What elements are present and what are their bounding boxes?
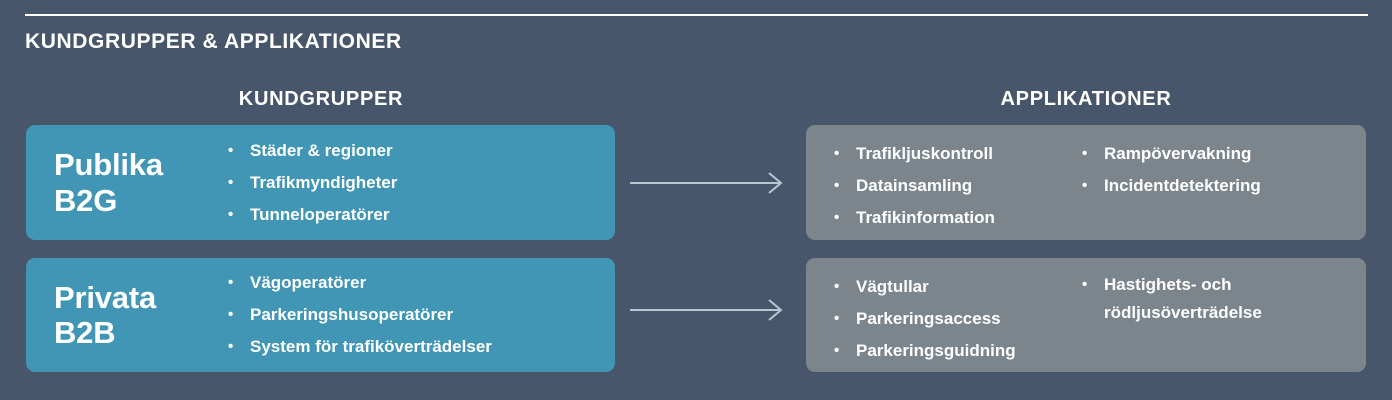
application-bullet-list-a: Trafikljuskontroll Datainsamling Trafiki… <box>832 138 1080 234</box>
list-item: Incidentdetektering <box>1080 170 1348 202</box>
column-heading-applikationer: APPLIKATIONER <box>1000 88 1172 110</box>
list-item: Trafikljuskontroll <box>832 138 1080 170</box>
application-bullet-list-a: Vägtullar Parkeringsaccess Parkeringsgui… <box>832 271 1080 367</box>
list-item: Parkeringsguidning <box>832 335 1080 367</box>
application-card-row-1[interactable]: Trafikljuskontroll Datainsamling Trafiki… <box>806 125 1366 240</box>
customer-group-label-line1: Privata <box>54 279 156 315</box>
list-item: Tunneloperatörer <box>226 199 615 231</box>
application-card-row-2[interactable]: Vägtullar Parkeringsaccess Parkeringsgui… <box>806 258 1366 372</box>
list-item: Vägoperatörer <box>226 267 615 299</box>
customer-card-publika-b2g[interactable]: Publika B2G Städer & regioner Trafikmynd… <box>26 125 615 240</box>
list-item: Trafikmyndigheter <box>226 167 615 199</box>
customer-card-inner: Privata B2B Vägoperatörer Parkeringshuso… <box>26 258 615 372</box>
list-item: Vägtullar <box>832 271 1080 303</box>
list-item: Hastighets- och rödljusöverträdelse <box>1080 271 1348 327</box>
customer-card-privata-b2b[interactable]: Privata B2B Vägoperatörer Parkeringshuso… <box>26 258 615 372</box>
application-bullet-list-b: Rampövervakning Incidentdetektering <box>1080 138 1348 202</box>
application-column-a: Trafikljuskontroll Datainsamling Trafiki… <box>832 138 1080 234</box>
header-rule <box>25 14 1368 16</box>
list-item: Parkeringsaccess <box>832 303 1080 335</box>
customer-bullet-list: Vägoperatörer Parkeringshusoperatörer Sy… <box>226 267 615 363</box>
customer-bullet-list: Städer & regioner Trafikmyndigheter Tunn… <box>226 135 615 231</box>
application-columns: Vägtullar Parkeringsaccess Parkeringsgui… <box>806 258 1366 372</box>
application-columns: Trafikljuskontroll Datainsamling Trafiki… <box>806 125 1366 240</box>
arrow-right-icon-row-1 <box>630 171 788 195</box>
list-item: System för trafiköverträdelser <box>226 331 615 363</box>
application-bullet-list-b: Hastighets- och rödljusöverträdelse <box>1080 271 1348 327</box>
customer-group-label-line1: Publika <box>54 147 163 183</box>
list-item: Trafikinformation <box>832 202 1080 234</box>
arrow-right-icon-row-2 <box>630 298 788 322</box>
list-item: Datainsamling <box>832 170 1080 202</box>
application-column-b: Rampövervakning Incidentdetektering <box>1080 138 1366 202</box>
customer-group-label: Publika B2G <box>26 147 226 218</box>
column-heading-kundgrupper: KUNDGRUPPER <box>238 88 404 110</box>
customer-card-inner: Publika B2G Städer & regioner Trafikmynd… <box>26 125 615 240</box>
customer-group-label-line2: B2B <box>54 315 116 350</box>
customer-group-label-line2: B2G <box>54 182 118 218</box>
list-item: Städer & regioner <box>226 135 615 167</box>
page-title: KUNDGRUPPER & APPLIKATIONER <box>25 30 402 53</box>
application-column-b: Hastighets- och rödljusöverträdelse <box>1080 271 1366 327</box>
application-column-a: Vägtullar Parkeringsaccess Parkeringsgui… <box>832 271 1080 367</box>
list-item: Parkeringshusoperatörer <box>226 299 615 331</box>
list-item: Rampövervakning <box>1080 138 1348 170</box>
customer-group-label: Privata B2B <box>26 280 226 351</box>
